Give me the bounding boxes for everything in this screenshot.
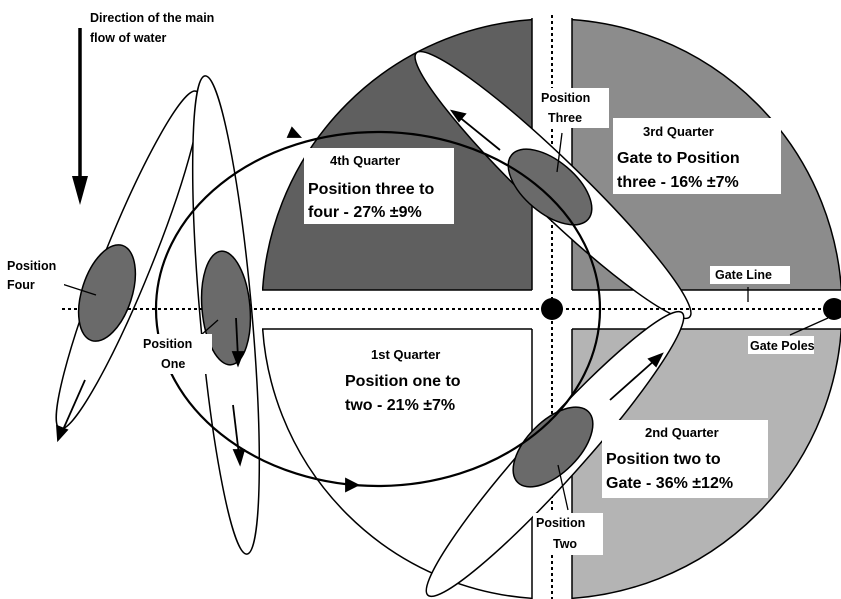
- position-two-label-line1: Position: [536, 516, 585, 530]
- fourth-quarter-line2: four - 27% ±9%: [308, 204, 422, 221]
- position-three-label-line2: Three: [548, 111, 582, 125]
- flow-label-line1: Direction of the main: [90, 11, 214, 25]
- second-quarter-line2: Gate - 36% ±12%: [606, 475, 733, 492]
- rotation-path: [154, 130, 602, 488]
- position-four-label-line1: Position: [7, 259, 56, 273]
- paddler-position-one: [200, 250, 252, 366]
- paddler-position-three: [507, 148, 593, 226]
- position-one-label-line2: One: [161, 357, 185, 371]
- rotation-arrow-bottom: [345, 477, 361, 493]
- second-quarter-line1: Position two to: [606, 451, 721, 468]
- third-quarter-title: 3rd Quarter: [643, 124, 714, 139]
- fourth-quarter-line1: Position three to: [308, 181, 434, 198]
- paddler-position-four: [77, 244, 137, 342]
- second-quarter-title: 2nd Quarter: [645, 425, 719, 440]
- travel-arrows: [55, 109, 664, 493]
- paddler-position-two: [512, 406, 594, 488]
- fourth-quarter-title: 4th Quarter: [330, 153, 400, 168]
- position-two-label-line2: Two: [553, 537, 577, 551]
- flow-arrow: [72, 28, 88, 205]
- flow-label-line2: flow of water: [90, 31, 167, 45]
- third-quarter-line2: three - 16% ±7%: [617, 174, 739, 191]
- gate-poles-label: Gate Poles: [750, 339, 815, 353]
- label-backgrounds: [2, 88, 814, 555]
- position-four-label-line2: Four: [7, 278, 35, 292]
- first-quarter-line2: two - 21% ±7%: [345, 397, 455, 414]
- pointer-lines: [61, 132, 829, 511]
- gate-pole-right: [823, 298, 841, 320]
- first-quarter-title: 1st Quarter: [371, 347, 440, 362]
- gate-line-label: Gate Line: [715, 268, 772, 282]
- third-quarter-line1: Gate to Position: [617, 150, 740, 167]
- rotation-arrow-top: [286, 126, 303, 138]
- first-quarter-line1: Position one to: [345, 373, 461, 390]
- gate-pole-left: [541, 298, 563, 320]
- position-three-label-line1: Position: [541, 91, 590, 105]
- position-one-label-line1: Position: [143, 337, 192, 351]
